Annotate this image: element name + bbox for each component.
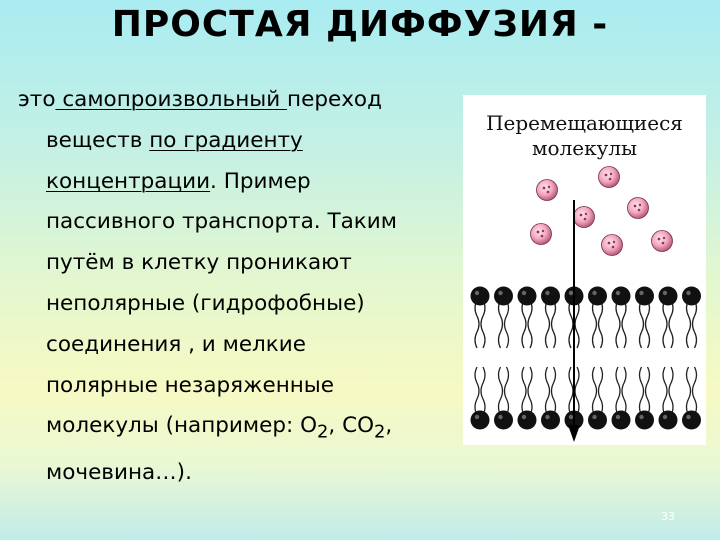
figure-label-line-2: молекулы [531, 136, 638, 160]
molecule-icon [627, 197, 649, 219]
lipid-lower [635, 366, 654, 430]
definition-line-7: соединения , и мелкие [46, 331, 306, 357]
membrane-diagram [470, 166, 701, 442]
term-concentration: концентрации [46, 168, 211, 194]
term-gradient: по градиенту [149, 127, 303, 153]
lipid-lower [588, 366, 607, 430]
lipid-lower [658, 366, 678, 430]
molecule-icon [573, 206, 595, 228]
molecule-icon [598, 166, 620, 188]
lipid-upper [517, 286, 537, 349]
lipid-lower [517, 366, 537, 430]
term-spontaneous: самопроизвольный [55, 87, 288, 112]
definition-line-10: мочевина…). [46, 460, 192, 486]
diffusion-figure: Перемещающиеся молекулы [463, 95, 706, 445]
page-number: 33 [661, 510, 675, 523]
definition-line-6: неполярные (гидрофобные) [46, 290, 365, 316]
molecule-icon [601, 234, 623, 256]
molecule-icon [530, 223, 552, 245]
lipid-upper [588, 286, 607, 349]
lipid-lower [611, 366, 631, 430]
definition-line-2: веществ по градиенту [46, 127, 303, 153]
definition-line-4: пассивного транспорта. Таким [46, 209, 397, 235]
lipid-upper [541, 286, 560, 349]
lipid-lower [494, 366, 513, 430]
moving-molecules [530, 166, 673, 256]
slide-title: ПРОСТАЯ ДИФФУЗИЯ - [111, 4, 609, 45]
definition-line-1: это самопроизвольный переход [18, 87, 382, 112]
lipid-upper [682, 286, 701, 349]
molecule-icon [536, 179, 558, 201]
definition-line-5: путём в клетку проникают [46, 250, 352, 276]
figure-label-line-1: Перемещающиеся [486, 111, 683, 135]
lipid-upper [494, 286, 513, 349]
diffusion-arrow [568, 200, 580, 442]
lipid-upper [611, 286, 631, 349]
definition-line-8: полярные незаряженные [46, 372, 335, 398]
lipid-upper [470, 286, 490, 349]
lipid-lower [470, 366, 490, 430]
molecule-icon [651, 230, 673, 252]
lipid-lower [541, 366, 560, 430]
definition-text: это самопроизвольный переход веществ по … [18, 80, 458, 494]
lipid-lower [682, 366, 701, 430]
lipid-upper [635, 286, 654, 349]
lipid-bilayer [470, 286, 701, 430]
definition-line-9: молекулы (например: О2, СО2, [46, 413, 393, 443]
lipid-upper [658, 286, 678, 349]
definition-line-3: концентрации. Пример [46, 168, 311, 194]
